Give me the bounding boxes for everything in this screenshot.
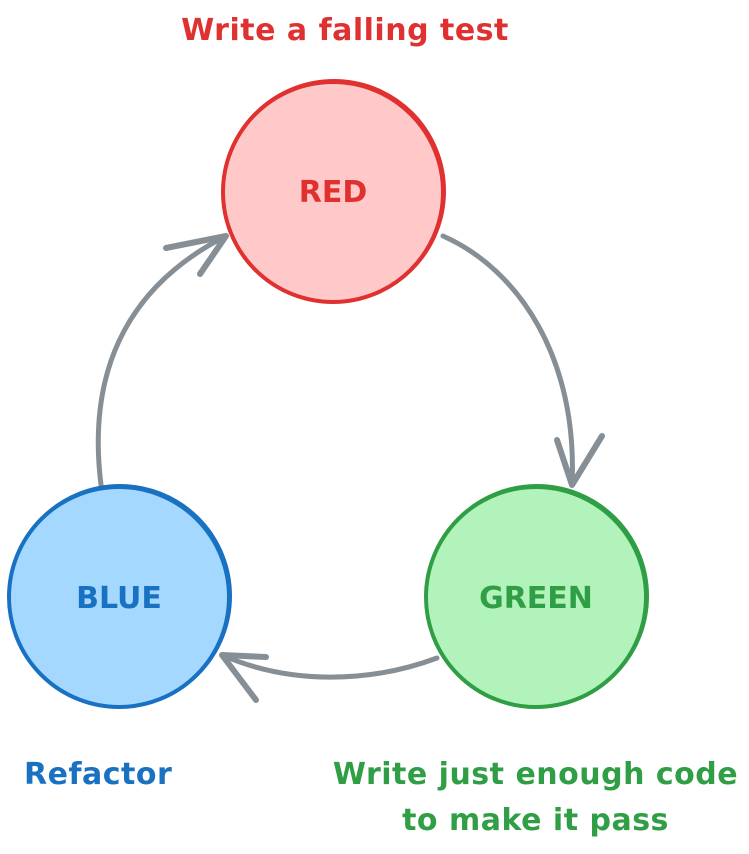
node-green: GREEN: [424, 484, 649, 709]
red-caption: Write a falling test: [181, 13, 509, 48]
green-caption: Write just enough code to make it pass: [322, 752, 749, 844]
arrow-blue-to-red: [95, 233, 229, 488]
node-red: RED: [221, 79, 446, 304]
node-red-label: RED: [299, 175, 368, 210]
green-caption-line-2: to make it pass: [402, 803, 669, 838]
node-green-label: GREEN: [479, 581, 593, 616]
node-blue: BLUE: [7, 484, 232, 709]
arrow-red-to-green: [440, 233, 605, 488]
node-blue-label: BLUE: [76, 581, 162, 616]
blue-caption: Refactor: [24, 757, 173, 792]
arrow-green-to-blue: [219, 652, 440, 703]
green-caption-line-1: Write just enough code: [332, 757, 739, 792]
